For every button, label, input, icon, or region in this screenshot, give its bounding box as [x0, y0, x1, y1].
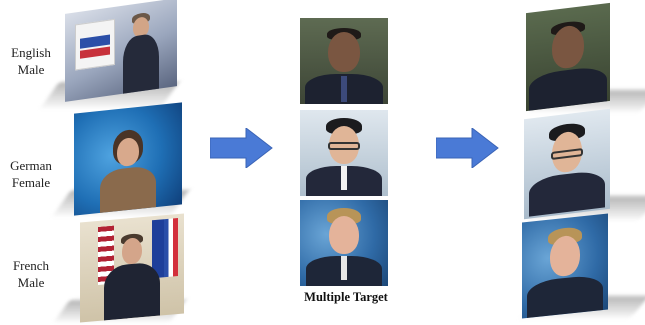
- output-photo-2: [524, 108, 610, 220]
- output-figure: [525, 224, 605, 318]
- target-figure: [304, 118, 384, 196]
- output-figure: [528, 17, 608, 111]
- label-line: German: [10, 158, 52, 173]
- target-figure: [304, 208, 384, 286]
- flag-france: [164, 217, 178, 278]
- source-label-german-female: German Female: [0, 157, 62, 191]
- source-label-english-male: English Male: [0, 44, 62, 78]
- anchor-figure: [98, 127, 158, 215]
- output-card-1: [520, 2, 645, 116]
- source-photo-english-male: [65, 0, 177, 102]
- label-line: English: [11, 45, 51, 60]
- label-line: French: [12, 258, 50, 273]
- source-label-french-male: French Male: [0, 257, 62, 291]
- source-card-french-male: [54, 212, 188, 324]
- arrow-right-icon: [436, 128, 499, 168]
- label-line: Male: [17, 62, 45, 77]
- source-card-english-male: [40, 0, 185, 112]
- target-photo-3: [300, 200, 388, 286]
- output-photo-1: [526, 2, 610, 112]
- label-line: Female: [11, 175, 51, 190]
- anchor-figure: [121, 10, 161, 98]
- output-photo-3: [522, 213, 608, 319]
- source-photo-french-male: [80, 213, 184, 323]
- source-card-german-female: [52, 102, 190, 220]
- arrow-right-icon: [210, 128, 273, 168]
- target-photo-1: [300, 18, 388, 104]
- source-photo-german-female: [74, 102, 182, 216]
- output-card-3: [520, 212, 645, 324]
- target-photo-2: [300, 110, 388, 196]
- target-figure: [304, 28, 384, 104]
- output-figure: [527, 119, 607, 217]
- poster: [75, 18, 115, 71]
- speaker-figure: [103, 231, 161, 321]
- label-line: Male: [17, 275, 45, 290]
- target-caption: Multiple Target: [304, 290, 388, 304]
- output-card-2: [520, 108, 645, 224]
